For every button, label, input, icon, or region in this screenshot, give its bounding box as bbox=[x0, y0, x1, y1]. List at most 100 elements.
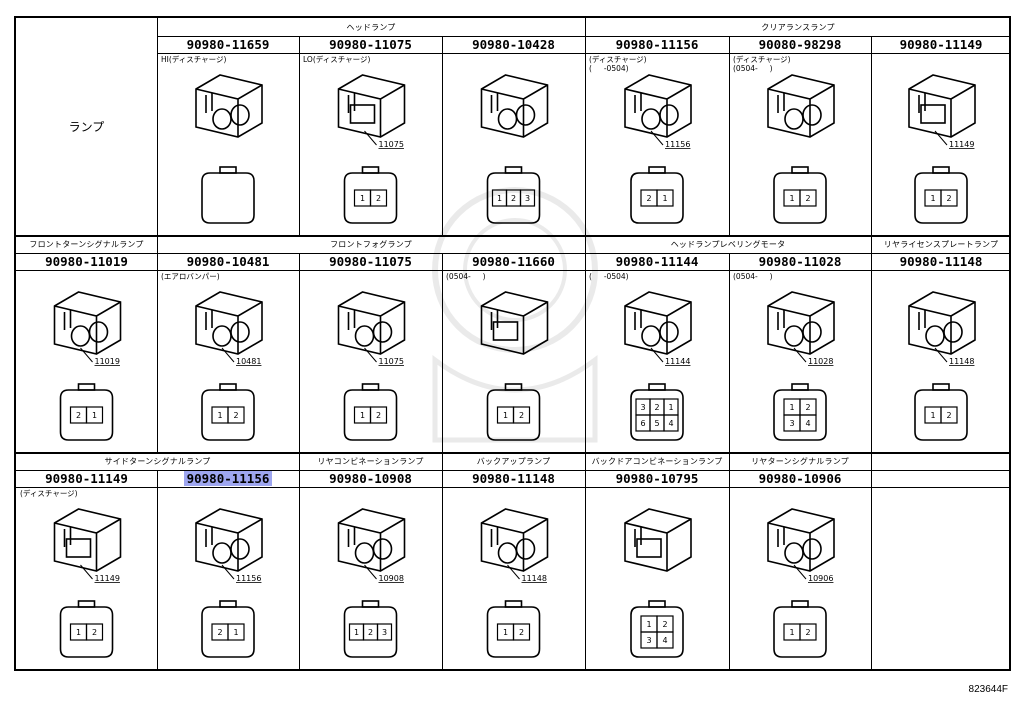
terminal-cavity bbox=[943, 321, 963, 343]
group-header: リヤライセンスプレートランプ bbox=[883, 239, 999, 249]
part-number[interactable]: 90980-10481 bbox=[157, 253, 299, 270]
terminal-cavity bbox=[372, 321, 393, 343]
grid-line-vertical bbox=[585, 235, 586, 253]
grid-line-horizontal bbox=[157, 36, 1011, 37]
group-header: バックドアコンビネーションランプ bbox=[591, 456, 723, 466]
part-number-text: 90980-11149 bbox=[45, 471, 128, 486]
part-note: ( -0504) bbox=[589, 272, 629, 281]
part-number-text: 90980-11075 bbox=[329, 37, 412, 52]
pin-cavity bbox=[799, 189, 817, 207]
part-number-text: 90980-11075 bbox=[329, 254, 412, 269]
part-number[interactable]: 90980-11149 bbox=[871, 36, 1011, 53]
part-number[interactable]: 90980-11075 bbox=[299, 36, 442, 53]
locking-tab bbox=[361, 600, 380, 608]
part-note: (エアロバンパー) bbox=[161, 272, 220, 281]
pin-number: 2 bbox=[519, 628, 524, 637]
connector-illustration bbox=[871, 487, 1011, 669]
part-number[interactable]: 90980-10795 bbox=[585, 470, 729, 487]
connector-drawing bbox=[195, 74, 263, 224]
part-number[interactable]: 90980-11148 bbox=[871, 253, 1011, 270]
part-number[interactable]: 90980-11660 bbox=[442, 253, 585, 270]
pin-number: 2 bbox=[376, 411, 381, 420]
callout-leader bbox=[364, 130, 377, 146]
part-number[interactable]: 90980-11075 bbox=[299, 253, 442, 270]
pin-number: 2 bbox=[654, 403, 659, 412]
part-callout: 11156 bbox=[236, 574, 261, 583]
connector-face bbox=[630, 172, 684, 224]
terminal-cavity bbox=[212, 108, 232, 130]
part-callout: 11149 bbox=[949, 140, 974, 149]
pin-cavity bbox=[940, 406, 958, 424]
grid-line-horizontal bbox=[16, 235, 1011, 237]
part-number[interactable]: 90980-11144 bbox=[585, 253, 729, 270]
part-number[interactable]: 90980-10428 bbox=[442, 36, 585, 53]
locking-tab bbox=[219, 383, 237, 391]
connector-housing bbox=[337, 291, 406, 355]
terminal-cavity bbox=[515, 538, 536, 560]
connector-face bbox=[486, 389, 541, 441]
part-note: HI(ディスチャージ) bbox=[161, 55, 227, 64]
part-number-text: 90980-10481 bbox=[186, 254, 270, 269]
callout-leader bbox=[364, 347, 377, 363]
locking-tab bbox=[648, 166, 666, 174]
locking-tab bbox=[791, 383, 809, 391]
connector-housing bbox=[767, 74, 835, 138]
part-number[interactable]: 90980-11149 bbox=[16, 470, 157, 487]
connector-face bbox=[773, 172, 827, 224]
part-number-text: 90980-11149 bbox=[899, 37, 983, 52]
locking-tab bbox=[648, 600, 666, 608]
grid-line-horizontal bbox=[16, 270, 1011, 271]
group-header: リヤターンシグナルランプ bbox=[751, 456, 849, 466]
callout-leader bbox=[364, 564, 377, 580]
part-note: (ディスチャージ) bbox=[20, 489, 78, 498]
connector-face bbox=[914, 389, 968, 441]
grid-line-horizontal bbox=[157, 53, 1011, 54]
terminal-cavity bbox=[515, 104, 536, 126]
part-number[interactable]: 90980-11028 bbox=[729, 253, 871, 270]
part-number[interactable]: 90980-11148 bbox=[442, 470, 585, 487]
part-number[interactable]: 90980-11019 bbox=[16, 253, 157, 270]
pin-number: 2 bbox=[946, 194, 951, 203]
part-number-text: 90980-11148 bbox=[472, 471, 555, 486]
pin-number: 1 bbox=[930, 411, 935, 420]
part-number[interactable]: 90980-11156 bbox=[157, 470, 299, 487]
pin-number: 2 bbox=[511, 194, 516, 203]
terminal-block bbox=[492, 321, 519, 341]
housing-rib bbox=[347, 93, 356, 113]
part-number[interactable] bbox=[871, 470, 1011, 487]
group-header: ヘッドランプ bbox=[346, 22, 396, 32]
part-number[interactable]: 90980-11659 bbox=[157, 36, 299, 53]
terminal-cavity bbox=[784, 325, 804, 347]
part-number[interactable]: 90080-98298 bbox=[729, 36, 871, 53]
grid-line-vertical bbox=[729, 452, 730, 470]
housing-rib bbox=[347, 310, 356, 330]
terminal-cavity bbox=[784, 542, 804, 564]
pin-number: 4 bbox=[662, 636, 667, 645]
grid-line-vertical bbox=[442, 36, 443, 235]
group-header: バックアップランプ bbox=[476, 456, 551, 466]
pin-cavity bbox=[940, 189, 958, 207]
pin-number: 1 bbox=[789, 194, 794, 203]
part-callout: 11075 bbox=[379, 357, 404, 366]
grid-line-vertical bbox=[299, 470, 300, 669]
locking-tab bbox=[648, 383, 666, 391]
part-number[interactable]: 90980-10906 bbox=[729, 470, 871, 487]
pin-cavity bbox=[369, 189, 388, 207]
part-number[interactable]: 90980-10908 bbox=[299, 470, 442, 487]
pin-cavity bbox=[376, 623, 393, 641]
locking-tab bbox=[361, 383, 380, 391]
terminal-cavity bbox=[497, 542, 518, 564]
part-number[interactable]: 90980-11156 bbox=[585, 36, 729, 53]
grid-line-vertical bbox=[442, 253, 443, 452]
row-label: ランプ bbox=[68, 120, 105, 134]
connector-illustration: HI(ディスチャージ) bbox=[157, 53, 299, 235]
locking-tab bbox=[932, 166, 950, 174]
